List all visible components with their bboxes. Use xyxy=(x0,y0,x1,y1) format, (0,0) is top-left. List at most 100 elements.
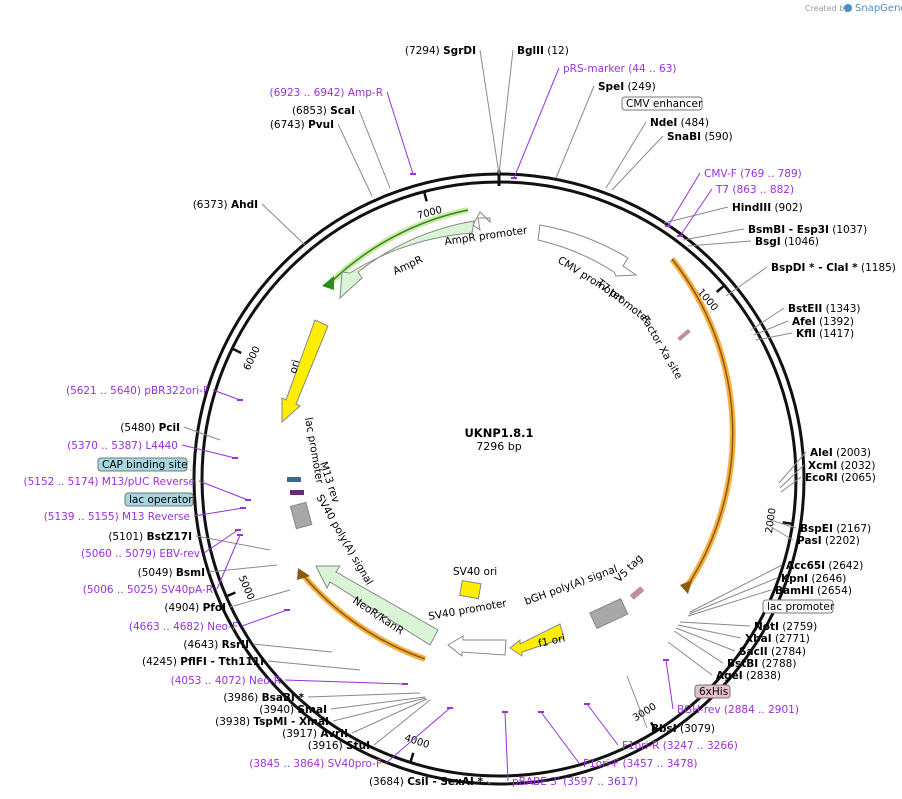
enzyme-position: (3916) xyxy=(308,740,346,752)
enzyme-position: (484) xyxy=(677,117,709,129)
enzyme-position: (1046) xyxy=(781,236,819,248)
enzyme-leader xyxy=(755,332,793,341)
primer-leader xyxy=(667,172,701,227)
cap-binding-label: CAP binding site xyxy=(102,459,188,471)
enzyme-leader xyxy=(767,524,794,541)
primer-leader xyxy=(586,703,619,746)
ampr-label: AmpR xyxy=(391,254,425,278)
enzyme-name: PfoI xyxy=(203,602,226,614)
primer-leader xyxy=(665,659,674,710)
enzyme-name: TspMI - XmaI xyxy=(253,716,329,728)
ampr-promoter-arrow xyxy=(472,211,491,232)
primer-leader xyxy=(513,67,560,179)
ring-tick-label: 3000 xyxy=(631,701,658,724)
orange-band-right-core xyxy=(671,258,734,589)
enzyme-position: (1392) xyxy=(816,316,854,328)
primer-label: F1ori-F (3457 .. 3478) xyxy=(583,758,698,770)
primer-leader xyxy=(181,444,236,459)
enzyme-label: (6743) PvuI xyxy=(270,119,334,131)
snapgene-logo: SnapGene xyxy=(844,3,902,14)
enzyme-label: AfeI (1392) xyxy=(792,316,854,328)
primer-leader xyxy=(193,507,244,517)
enzyme-label: AgeI (2838) xyxy=(716,670,781,682)
enzyme-name: PciI xyxy=(159,422,180,434)
enzyme-name: AvrII xyxy=(320,728,348,740)
credit-text: Created by xyxy=(805,4,849,13)
enzyme-label: XcmI (2032) xyxy=(808,460,875,472)
lac-operator-tag-box xyxy=(124,492,194,507)
enzyme-position: (2771) xyxy=(772,633,810,645)
primer-leader xyxy=(386,91,414,175)
plasmid-size: 7296 bp xyxy=(476,440,521,453)
enzyme-name: SmaI xyxy=(298,704,328,716)
enzyme-leader xyxy=(358,109,391,189)
primer-label: pRS-marker (44 .. 63) xyxy=(563,63,676,75)
enzyme-name: PvuI xyxy=(308,119,334,131)
ring-tick xyxy=(649,721,658,732)
ring-tick-label: 4000 xyxy=(403,733,431,751)
primer-label: (5621 .. 5640) pBR322ori-F xyxy=(66,385,209,397)
enzyme-position: (5480) xyxy=(120,422,158,434)
enzyme-label: PasI (2202) xyxy=(797,535,860,547)
lac-promoter-tag-box xyxy=(762,599,834,614)
enzyme-name: SacII xyxy=(739,646,768,658)
enzyme-name: RsrII xyxy=(222,639,249,651)
enzyme-label: EcoRI (2065) xyxy=(805,472,876,484)
lac-promoter-box xyxy=(287,477,301,482)
primer-leader xyxy=(203,529,239,554)
enzyme-leader xyxy=(195,535,271,551)
orange-band-left-core xyxy=(302,574,426,660)
enzyme-label: NotI (2759) xyxy=(754,621,817,633)
ori-label: ori xyxy=(287,358,302,374)
enzyme-label: (4904) PfoI xyxy=(164,602,226,614)
enzyme-position: (3940) xyxy=(259,704,297,716)
enzyme-label: NdeI (484) xyxy=(650,117,709,129)
enzyme-leader xyxy=(753,320,789,336)
ring-tick xyxy=(225,591,236,598)
enzyme-leader xyxy=(663,206,729,224)
enzyme-position: (2003) xyxy=(833,447,871,459)
enzyme-leader xyxy=(689,564,783,613)
enzyme-leader xyxy=(498,49,514,175)
enzyme-name: HindIII xyxy=(732,202,771,214)
bgh-polya-box xyxy=(589,597,629,630)
enzyme-leader xyxy=(307,692,421,698)
orange-band-left-arrow xyxy=(297,568,310,580)
enzyme-name: AgeI xyxy=(716,670,743,682)
enzyme-name: SnaBI xyxy=(667,131,701,143)
ring-tick xyxy=(422,191,428,202)
primer-label: pBABE 3' (3597 .. 3617) xyxy=(512,776,638,788)
enzyme-label: XbaI (2771) xyxy=(745,633,810,645)
primer-leader xyxy=(679,188,713,237)
enzyme-position: (7294) xyxy=(405,45,443,57)
ori-arrow xyxy=(281,319,329,424)
enzyme-name: BamHI xyxy=(775,585,814,597)
primer-labels: pRS-marker (44 .. 63)CMV-F (769 .. 789)T… xyxy=(23,63,801,788)
enzyme-leader xyxy=(688,577,778,615)
enzyme-leader xyxy=(725,266,768,297)
primer-leader xyxy=(198,480,249,501)
enzyme-position: (4245) xyxy=(142,656,180,668)
enzyme-position: (902) xyxy=(771,202,803,214)
primer-leader xyxy=(216,534,241,590)
enzyme-name: BspDI * - ClaI * xyxy=(771,262,858,274)
enzyme-leader xyxy=(687,589,772,617)
enzyme-leader xyxy=(626,675,648,729)
sv40-promoter-arrow xyxy=(447,635,507,658)
orange-band-right-arrow xyxy=(680,580,692,594)
enzyme-leader xyxy=(769,519,797,529)
enzyme-position: (2759) xyxy=(779,621,817,633)
enzyme-position: (6853) xyxy=(292,105,330,117)
enzyme-label: KpnI (2646) xyxy=(781,573,846,585)
enzyme-label: BstEII (1343) xyxy=(788,303,861,315)
primer-leader xyxy=(212,389,241,401)
v5-tag-label: V5 tag xyxy=(613,552,646,585)
enzyme-leader xyxy=(183,426,221,441)
enzyme-position: (2032) xyxy=(837,460,875,472)
his-tag-tag-box xyxy=(694,684,731,699)
enzyme-leader xyxy=(778,451,807,484)
enzyme-label: AleI (2003) xyxy=(810,447,871,459)
enzyme-name: BsgI xyxy=(755,236,781,248)
enzyme-name: Acc65I xyxy=(786,560,825,572)
green-band-core xyxy=(329,209,469,284)
